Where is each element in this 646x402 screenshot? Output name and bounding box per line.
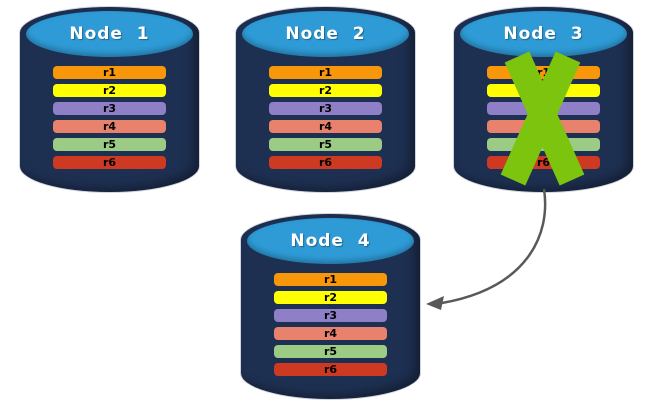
row-r2: r2 — [269, 84, 382, 97]
row-stack: r1 r2 r3 r4 r5 r6 — [274, 273, 387, 381]
row-r6: r6 — [53, 156, 166, 169]
db-node-4: Node 4 r1 r2 r3 r4 r5 r6 — [241, 214, 420, 399]
row-r5: r5 — [53, 138, 166, 151]
row-r3: r3 — [274, 309, 387, 322]
row-r4: r4 — [274, 327, 387, 340]
row-r6: r6 — [269, 156, 382, 169]
row-stack: r1 r2 r3 r4 r5 r6 — [53, 66, 166, 174]
db-node-3: Node 3 r1 r2 r3 r4 r5 r6 — [454, 7, 633, 192]
row-r1: r1 — [269, 66, 382, 79]
node-title: Node 1 — [69, 24, 150, 44]
cylinder-top: Node 4 — [247, 218, 414, 264]
row-r6: r6 — [274, 363, 387, 376]
row-stack: r1 r2 r3 r4 r5 r6 — [487, 66, 600, 174]
cylinder-top: Node 1 — [26, 11, 193, 57]
node-title: Node 3 — [503, 24, 584, 44]
row-stack: r1 r2 r3 r4 r5 r6 — [269, 66, 382, 174]
row-r1: r1 — [487, 66, 600, 79]
node-title: Node 2 — [285, 24, 366, 44]
failover-arrow-icon — [426, 188, 547, 310]
row-r1: r1 — [274, 273, 387, 286]
row-r2: r2 — [274, 291, 387, 304]
row-r5: r5 — [487, 138, 600, 151]
row-r3: r3 — [487, 102, 600, 115]
row-r4: r4 — [53, 120, 166, 133]
row-r1: r1 — [53, 66, 166, 79]
row-r5: r5 — [269, 138, 382, 151]
arrow-curve — [441, 188, 547, 305]
db-node-1: Node 1 r1 r2 r3 r4 r5 r6 — [20, 7, 199, 192]
row-r4: r4 — [269, 120, 382, 133]
row-r2: r2 — [53, 84, 166, 97]
row-r3: r3 — [53, 102, 166, 115]
node-title: Node 4 — [290, 231, 371, 251]
row-r5: r5 — [274, 345, 387, 358]
row-r4: r4 — [487, 120, 600, 133]
row-r2: r2 — [487, 84, 600, 97]
arrow-head — [426, 296, 444, 310]
cylinder-top: Node 3 — [460, 11, 627, 57]
row-r3: r3 — [269, 102, 382, 115]
row-r6: r6 — [487, 156, 600, 169]
cylinder-top: Node 2 — [242, 11, 409, 57]
db-node-2: Node 2 r1 r2 r3 r4 r5 r6 — [236, 7, 415, 192]
